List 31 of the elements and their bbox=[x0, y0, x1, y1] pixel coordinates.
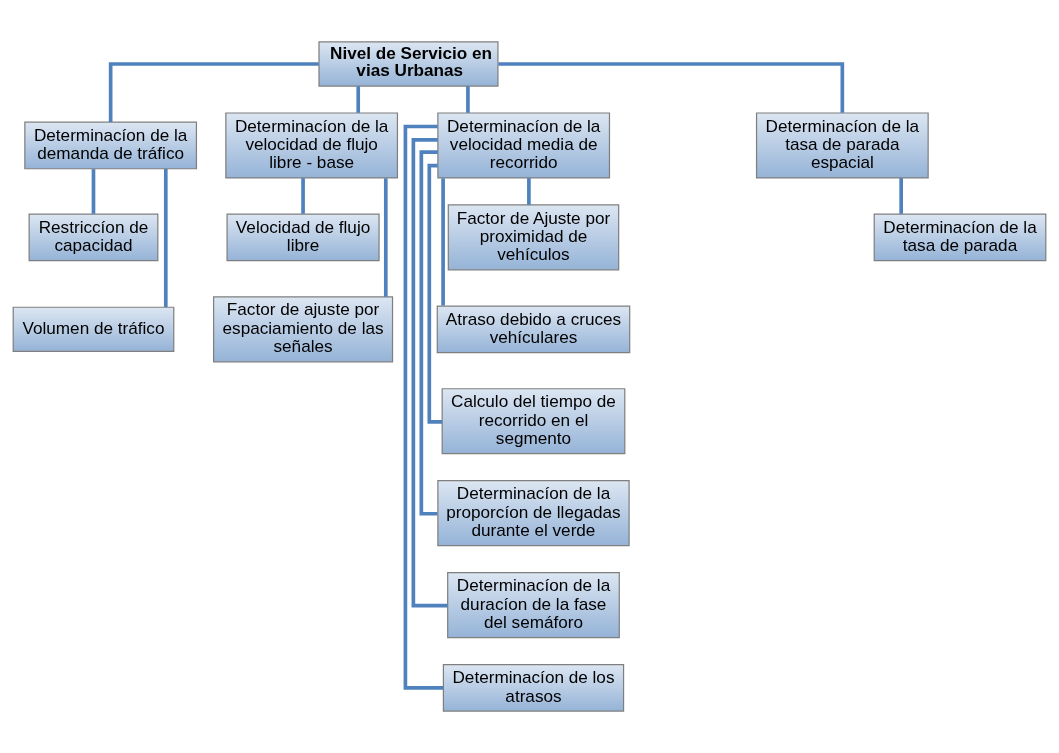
connector bbox=[403, 124, 444, 690]
connector bbox=[411, 138, 448, 608]
node-box: Factor de ajuste por espaciamiento de las señales bbox=[212, 296, 394, 363]
node-box: Velocidad de flujo libre bbox=[226, 213, 380, 262]
node-box: Determinacíon de la velocidad media de recorrido bbox=[437, 112, 611, 179]
node-box: Determinacíon de la tasa de parada bbox=[873, 213, 1047, 262]
node-box: Restriccíon de capacidad bbox=[28, 213, 159, 262]
connector bbox=[108, 62, 319, 122]
node-box: Atraso debido a cruces vehículares bbox=[436, 305, 631, 354]
connector bbox=[899, 178, 903, 214]
connector bbox=[427, 163, 443, 424]
connector bbox=[163, 169, 168, 307]
connector bbox=[91, 169, 96, 214]
connector bbox=[441, 178, 445, 306]
node-box: Determinacíon de los atrasos bbox=[442, 663, 625, 712]
connector bbox=[498, 62, 845, 113]
node-box: Determinacíon de la tasa de parada espacial bbox=[755, 112, 929, 179]
node-box: Factor de Ajuste por proximidad de vehículos bbox=[447, 204, 620, 271]
node-box: Nivel de Servicio en vias Urbanas bbox=[318, 41, 499, 87]
connector bbox=[419, 150, 438, 516]
connector bbox=[383, 178, 388, 297]
node-box: Calculo del tiempo de recorrido en el segmento bbox=[441, 388, 626, 455]
connector bbox=[466, 86, 470, 113]
node-box: Determinacíon de la demanda de tráfico bbox=[24, 121, 198, 170]
connector bbox=[356, 86, 361, 113]
node-box: Determinacíon de la velocidad de flujo libre - base bbox=[225, 112, 399, 179]
node-box: Determinacíon de la proporcíon de llegadas durante el verde bbox=[437, 480, 630, 547]
node-box: Volumen de tráfico bbox=[12, 306, 175, 352]
connector bbox=[527, 178, 531, 205]
connector bbox=[301, 178, 305, 214]
node-box: Determinacíon de la duracíon de la fase del semáforo bbox=[447, 572, 620, 639]
